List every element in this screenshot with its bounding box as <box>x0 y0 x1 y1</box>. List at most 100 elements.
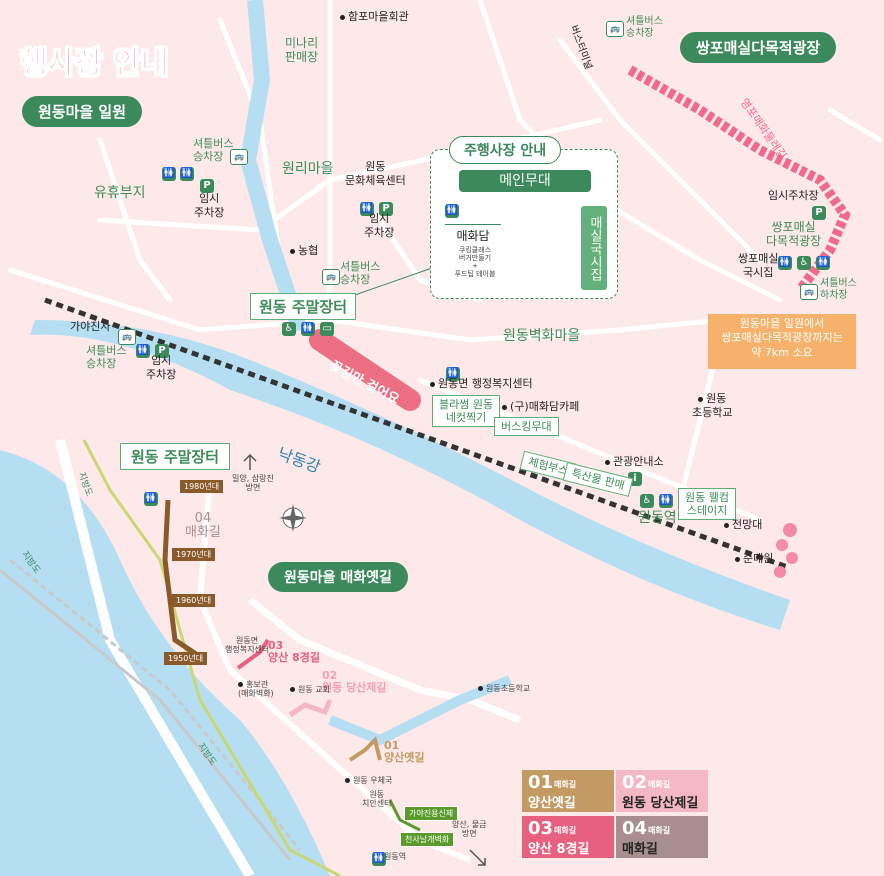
label-bloom: 블라썸 원동 네컷찍기 <box>432 395 501 428</box>
restroom-icon: 🚻 <box>301 321 316 336</box>
maehwadam-sub: 쿠킹클래스 버거만들기 + 푸드팁 테이블 <box>454 246 496 279</box>
shuttle-top: 🚌 <box>606 18 624 37</box>
route-04-label: 04 매화길 <box>185 511 221 540</box>
inset-church: 원동 교회 <box>290 685 330 694</box>
label-shuttle-left: 셔틀버스 승차장 <box>193 137 234 164</box>
label-minari: 미나리 판매장 <box>285 36 319 65</box>
accessible-icon: ♿ <box>797 255 812 270</box>
south-arrow-icon <box>469 849 486 866</box>
nakdong-river <box>30 320 790 630</box>
north-arrow-icon <box>243 453 257 470</box>
label-observatory: 전망대 <box>724 518 762 532</box>
inset-post: 원동 우체국 <box>345 776 392 785</box>
route-03-label: 03 양산 8경길 <box>268 639 320 665</box>
inset-title: 원동마을 매화옛길 <box>268 562 408 592</box>
bus-icon: 🚌 <box>118 328 136 345</box>
label-ssangpo-plaza: 쌍포매실 다목적광장 <box>766 220 822 249</box>
accessible-icon: ♿ <box>640 493 654 508</box>
parking-icon: P <box>379 201 394 216</box>
label-shuttle-drop: 셔틀버스 하차장 <box>820 278 857 301</box>
flower-walk-path <box>309 329 421 411</box>
label-parking-a: 임시 주차장 <box>194 192 225 219</box>
label-school: 원동 초등학교 <box>692 392 733 419</box>
restroom-icon: 🚻 <box>816 255 831 270</box>
bus-icon: 🚌 <box>606 20 624 37</box>
road-2 <box>7 267 723 343</box>
notice-box: 원동마을 일원에서 쌍포매실다목적광장까지는 약 7km 소요 <box>708 314 856 369</box>
inset-gaya-nature: 가야진용신제 <box>404 806 459 821</box>
page-title: 행사장 안내 <box>19 46 169 82</box>
route-02-label: 02 원동 당산제길 <box>322 669 387 695</box>
store-icon: ▭ <box>320 321 335 336</box>
label-parking-d: 임시주차장 <box>768 189 819 202</box>
maesil-market: 매실국시집 <box>581 206 607 290</box>
restroom-icon: 🚻 <box>360 201 374 216</box>
bus-icon: 🚌 <box>322 268 340 285</box>
inset-road-b <box>247 597 522 724</box>
info-title: 주행사장 안내 <box>449 136 562 164</box>
label-nonghyup: 농협 <box>290 244 318 258</box>
parking-icon: P <box>200 178 214 193</box>
label-wonri: 원리마을 <box>282 161 334 177</box>
restroom-icon: 🚻 <box>144 491 158 506</box>
road-5 <box>557 37 763 263</box>
label-sunmae: 순매원 <box>735 552 773 566</box>
bus-icon: 🚌 <box>800 283 818 300</box>
label-admin-center: 원동면 행정복지센터 <box>430 377 533 391</box>
era-1970: 1970년대 <box>172 548 216 561</box>
inset-market-label: 원동 주말장터 <box>120 443 231 470</box>
restroom-icon: 🚻 <box>162 166 176 181</box>
inset-school: 원동초등학교 <box>478 684 530 693</box>
parking-icon: P <box>812 205 826 220</box>
era-1950: 1950년대 <box>164 652 208 665</box>
route-02-line <box>288 699 333 718</box>
road-6 <box>97 137 173 303</box>
green-route-line <box>388 799 421 832</box>
restroom-icon: 🚻 <box>136 343 150 358</box>
inset-station: 원동역 <box>376 852 406 861</box>
label-hampo: 함포마을회관 <box>340 10 409 24</box>
inset-dir-south: 양산, 물금 방면 <box>452 820 487 839</box>
era-1960: 1960년대 <box>172 594 216 607</box>
inset-cheonsa: 천사날개벽화 <box>400 832 455 847</box>
label-shuttle-top: 셔틀버스 승차장 <box>626 16 663 39</box>
label-shuttle-far: 셔틀버스 승차장 <box>86 344 127 371</box>
main-stage: 메인무대 <box>459 170 591 192</box>
route-01-line <box>348 736 382 762</box>
label-yuhyu: 유휴부지 <box>94 185 146 201</box>
area-wondong-label: 원동마을 일원 <box>22 96 143 127</box>
route-03-line <box>236 638 270 670</box>
label-busking: 버스킹무대 <box>494 417 559 437</box>
label-tourist: 관광안내소 <box>605 455 664 469</box>
restroom-icon: 🚻 <box>659 493 674 508</box>
inset-rail-a <box>0 568 292 861</box>
restroom-icon: 🚻 <box>180 166 194 181</box>
route-04-line <box>162 499 207 663</box>
label-welcome: 원동 웰컴 스테이지 <box>678 488 736 521</box>
label-wondong-village: 원동벽화마을 <box>503 328 581 344</box>
inset-library: 원동 치안센터 <box>362 790 392 809</box>
inset-lookout: 홍보관 (매화벽화) <box>238 680 274 699</box>
label-shuttle-mid: 셔틀버스 승차장 <box>340 260 381 287</box>
bus-icon: 🚌 <box>230 148 248 165</box>
maehwa-route <box>627 65 851 293</box>
inset-road-a <box>55 438 255 876</box>
restroom-icon: 🚻 <box>778 255 792 270</box>
info-connector <box>351 267 433 297</box>
inset-green-road <box>82 439 341 876</box>
label-market: 원동 주말장터 <box>250 293 357 320</box>
area-ssangpo-label: 쌍포매실다목적광장 <box>680 32 837 63</box>
label-parking-b: 임시 주차장 <box>364 212 395 239</box>
label-ssangpo-guksi: 쌍포매실 국시집 <box>738 252 779 279</box>
restroom-icon: 🚻 <box>445 203 459 218</box>
label-station: 원동역 <box>638 510 677 526</box>
maehwadam: 매화담 <box>445 224 501 244</box>
road-9 <box>827 107 883 143</box>
inset-dir-north: 밀양, 삼랑진 방면 <box>232 474 274 493</box>
